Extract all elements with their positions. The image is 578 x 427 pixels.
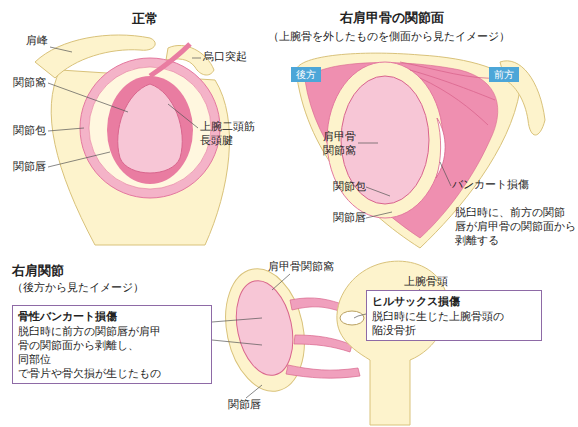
- panel-heading: 右肩関節: [12, 262, 64, 279]
- capsule-band: [290, 298, 345, 312]
- leader-line: [440, 162, 451, 186]
- fiber: [410, 70, 495, 100]
- box-body: 脱臼時に生じた上腕骨頭の 陥没骨折: [372, 309, 502, 337]
- leader-lines: [48, 47, 201, 167]
- leader-line: [212, 340, 262, 345]
- note-text: 脱臼時に、前方の関節 唇が肩甲骨の関節面から 剥離する: [455, 205, 573, 247]
- panel-subtitle: （後方から見たイメージ）: [12, 281, 144, 295]
- leader-line: [192, 58, 201, 59]
- fiber: [400, 62, 500, 78]
- leader-line: [212, 318, 262, 322]
- part-label: 関節包: [333, 180, 366, 194]
- fiber: [420, 78, 488, 125]
- panel-heading: 正常: [132, 10, 158, 27]
- tag-text: 前方: [489, 67, 519, 82]
- leader-line: [50, 47, 72, 52]
- box-body: 脱臼時に前方の関節唇が肩甲 骨の関節面から剥離し、同部位 で骨片や骨欠損が生じた…: [18, 324, 170, 380]
- leader-line: [48, 83, 128, 112]
- tag-text: 後方: [291, 67, 321, 82]
- part-label: 肩甲骨 関節窩: [323, 130, 361, 158]
- panel-subtitle: （上腕骨を外したものを側面から見たイメージ）: [268, 30, 510, 44]
- leader-line: [272, 274, 290, 290]
- capsule-band: [286, 365, 360, 378]
- glenoid: [118, 84, 183, 173]
- capsule-inner: [89, 67, 211, 189]
- part-label: 上腕骨頭: [404, 275, 448, 289]
- humeral-head: [337, 261, 448, 425]
- box-heading: ヒルサックス損傷: [372, 294, 536, 309]
- direction-tag: 後方: [291, 67, 321, 82]
- joint-capsule: [80, 58, 220, 198]
- part-label: 関節唇: [13, 160, 46, 174]
- part-label: 関節包: [13, 124, 46, 138]
- hill-sachs-dent: [340, 311, 364, 325]
- glenoid: [228, 275, 301, 380]
- bankart-tear: [436, 118, 445, 178]
- leader-line: [48, 128, 84, 131]
- leader-lines: [358, 143, 451, 218]
- leader-line: [168, 104, 198, 128]
- leader-line: [354, 314, 366, 318]
- direction-tag: 前方: [489, 67, 519, 82]
- panel-heading: 右肩甲骨の関節面: [340, 9, 444, 26]
- part-label: 上腕二頭筋 長頭腱: [200, 120, 262, 148]
- callout-box: ヒルサックス損傷脱臼時に生じた上腕骨頭の 陥没骨折: [366, 290, 542, 341]
- leader-line: [48, 152, 110, 167]
- leader-line: [358, 143, 378, 144]
- capsule-fibers: [400, 62, 500, 125]
- glenoid-rim: [215, 261, 315, 398]
- scapula-face: [296, 53, 520, 248]
- part-label: 関節窩: [13, 76, 46, 90]
- biceps-tendon: [150, 44, 190, 76]
- part-label: 関節唇: [228, 398, 261, 412]
- part-label: 関節唇: [333, 211, 366, 225]
- leader-line: [366, 187, 390, 196]
- callout-box: 骨性バンカート損傷脱臼時に前方の関節唇が肩甲 骨の関節面から剥離し、同部位 で骨…: [12, 305, 212, 384]
- box-heading: 骨性バンカート損傷: [18, 309, 206, 324]
- leader-line: [366, 212, 392, 218]
- scapula-glenoid: [215, 261, 315, 398]
- part-label: 肩峰: [26, 34, 48, 48]
- labrum: [107, 76, 193, 184]
- part-label: 肩甲骨関節窩: [268, 260, 334, 274]
- part-label: 烏口突起: [203, 50, 247, 64]
- leader-line: [246, 385, 262, 398]
- part-label: バンカート損傷: [452, 178, 529, 192]
